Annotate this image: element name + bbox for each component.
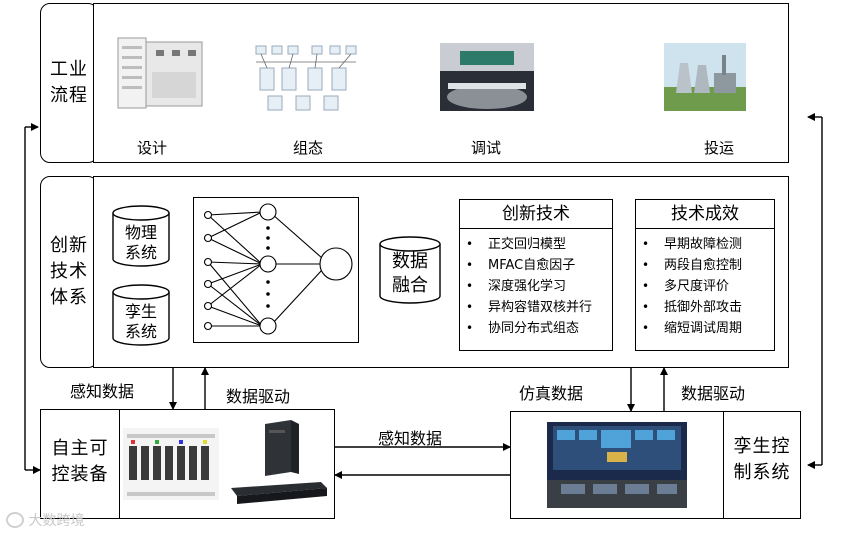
control-cabinet-image — [123, 428, 219, 500]
list-item: 深度强化学习 — [460, 276, 612, 297]
control-room-screen-image — [547, 422, 687, 508]
twin-control-label: 孪生控 制系统 — [733, 436, 791, 483]
controller-device-image — [229, 418, 329, 508]
twin-system-cylinder: 孪生 系统 — [112, 284, 170, 346]
sim-data-label: 仿真数据 — [519, 384, 584, 403]
data-fusion-cylinder: 数据 融合 — [379, 236, 441, 304]
innovation-tech-box: 创新技术 正交回归模型 MFAC自愈因子 深度强化学习 异构容错双核并行 协同分… — [459, 199, 613, 351]
list-item: 两段自愈控制 — [636, 255, 774, 276]
autonomous-equipment-box: 自主可 控装备 — [40, 409, 335, 519]
sense-data-label-middle: 感知数据 — [378, 429, 443, 448]
list-item: 缩短调试周期 — [636, 318, 774, 339]
innovation-system-label: 创新 技术 体系 — [50, 235, 88, 308]
equipment-divider — [119, 410, 121, 518]
twin-system-label: 孪生 系统 — [124, 302, 157, 341]
innovation-system-label-box: 创新 技术 体系 — [40, 176, 98, 368]
tech-results-list: 早期故障检测 两段自愈控制 多尺度评价 抵御外部攻击 缩短调试周期 — [636, 234, 774, 339]
debugging-image — [440, 43, 534, 111]
data-drive-label-left: 数据驱动 — [226, 387, 291, 406]
data-fusion-label: 数据 融合 — [392, 251, 428, 296]
neural-network-box — [193, 197, 359, 343]
stage-configuration: 组态 — [292, 139, 323, 157]
autonomous-equipment-label: 自主可 控装备 — [51, 438, 109, 485]
list-item: MFAC自愈因子 — [460, 255, 612, 276]
commissioning-image — [664, 43, 746, 111]
stage-debugging: 调试 — [470, 139, 501, 157]
industrial-process-panel: 设计 组态 调试 — [93, 3, 789, 163]
neural-network-graph — [203, 203, 353, 335]
design-image — [112, 32, 204, 112]
industrial-process-label-box: 工业 流程 — [40, 3, 98, 163]
industrial-process-label: 工业 流程 — [50, 59, 88, 106]
list-item: 抵御外部攻击 — [636, 297, 774, 318]
sense-data-label-left: 感知数据 — [70, 382, 135, 401]
list-item: 协同分布式组态 — [460, 318, 612, 339]
watermark: 大数跨境 — [6, 510, 116, 532]
watermark-icon — [6, 512, 24, 528]
stage-design: 设计 — [136, 139, 167, 157]
list-item: 多尺度评价 — [636, 276, 774, 297]
list-item: 早期故障检测 — [636, 234, 774, 255]
tech-results-box: 技术成效 早期故障检测 两段自愈控制 多尺度评价 抵御外部攻击 缩短调试周期 — [635, 199, 775, 351]
watermark-text: 大数跨境 — [28, 513, 85, 529]
physical-system-label: 物理 系统 — [124, 223, 157, 262]
twin-control-divider — [723, 412, 725, 518]
configuration-image — [252, 42, 362, 114]
innovation-tech-list: 正交回归模型 MFAC自愈因子 深度强化学习 异构容错双核并行 协同分布式组态 — [460, 234, 612, 339]
list-item: 异构容错双核并行 — [460, 297, 612, 318]
list-item: 正交回归模型 — [460, 234, 612, 255]
stage-commissioning: 投运 — [703, 139, 734, 157]
twin-control-box: 孪生控 制系统 — [510, 411, 801, 519]
data-drive-label-right: 数据驱动 — [681, 384, 746, 403]
innovation-tech-title: 创新技术 — [460, 200, 612, 229]
tech-results-title: 技术成效 — [636, 200, 774, 229]
physical-system-cylinder: 物理 系统 — [112, 205, 170, 267]
